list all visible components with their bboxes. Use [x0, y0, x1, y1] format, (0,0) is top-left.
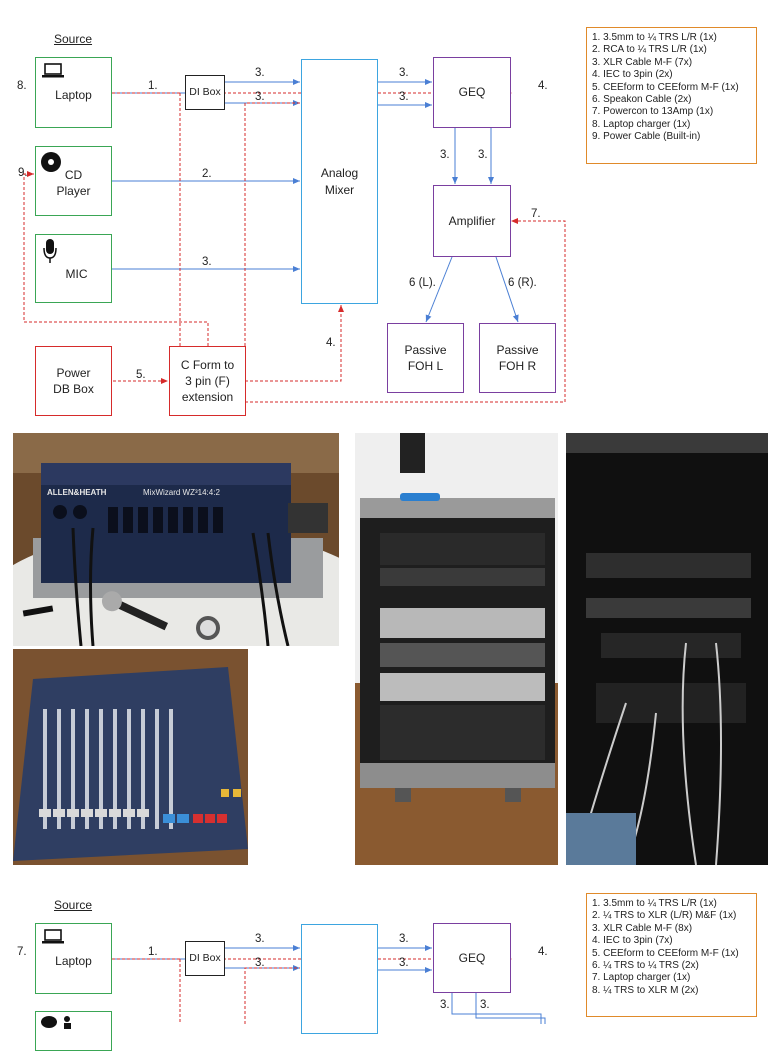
mic-box: MIC: [35, 234, 112, 303]
source-box-2: [35, 1011, 112, 1051]
legend-item: 6. ¼ TRS to ¼ TRS (2x): [592, 960, 699, 972]
cd-player-label-1: CD: [64, 167, 83, 182]
label-3-mix-a: 3.: [399, 67, 409, 79]
cable-legend-2: 1. 3.5mm to ¼ TRS L/R (1x) 2. ¼ TRS to X…: [586, 893, 757, 1017]
cable-legend: 1. 3.5mm to ¼ TRS L/R (1x) 2. RCA to ¼ T…: [586, 27, 757, 164]
laptop-box: Laptop: [35, 57, 112, 128]
label-3-mic: 3.: [202, 256, 212, 268]
legend-item: 1. 3.5mm to ¼ TRS L/R (1x): [592, 898, 717, 909]
geq-box: GEQ: [433, 57, 511, 128]
analog-mixer-label-2: Mixer: [324, 182, 355, 197]
legend-item: 3. XLR Cable M-F (8x): [592, 922, 693, 934]
mixer-top-photo: [13, 649, 248, 865]
power-db-box: Power DB Box: [35, 346, 112, 416]
label-4-mixer: 4.: [326, 337, 336, 349]
laptop-label-2: Laptop: [55, 954, 92, 969]
label2-1: 1.: [148, 946, 158, 958]
mixer-power-wire-a: [244, 102, 300, 346]
label-9: 9.: [18, 167, 28, 179]
cform-extension-box: C Form to 3 pin (F) extension: [169, 346, 246, 416]
label-3-mix-b: 3.: [399, 91, 409, 103]
cform-label-2: 3 pin (F): [185, 373, 230, 388]
cd-player-label-2: Player: [56, 184, 91, 198]
label-6r: 6 (R).: [508, 277, 537, 289]
label-7: 7.: [531, 208, 541, 220]
legend-item: 8. Laptop charger (1x): [592, 118, 691, 130]
legend-item: 3. XLR Cable M-F (7x): [592, 56, 693, 68]
source-heading: Source: [54, 32, 93, 46]
analog-mixer-box-2: [301, 924, 378, 1034]
legend-item: 2. ¼ TRS to XLR (L/R) M&F (1x): [592, 910, 737, 922]
mixer-power-wire: [245, 305, 344, 382]
cd-power-wire: [23, 171, 209, 346]
label2-3b: 3.: [255, 957, 265, 969]
legend-item: 9. Power Cable (Built-in): [592, 131, 701, 143]
cform-label-1: C Form to: [180, 357, 235, 372]
analog-mixer-label-1: Analog: [320, 166, 359, 181]
power-db-label-2: DB Box: [53, 382, 94, 396]
label2-3d: 3.: [399, 957, 409, 969]
label2-3e: 3.: [440, 999, 450, 1011]
legend-item: 2. RCA to ¼ TRS L/R (1x): [592, 44, 707, 56]
diagram2-wires: [37, 945, 546, 1024]
label-3-di-a: 3.: [255, 67, 265, 79]
laptop-icon: [42, 929, 64, 944]
rack-front-photo: [355, 433, 558, 865]
foh-l-label-1: Passive: [404, 342, 447, 357]
foh-r-label-2: FOH R: [498, 359, 537, 373]
label2-3f: 3.: [480, 999, 490, 1011]
label-5: 5.: [136, 369, 146, 381]
label-3-geq-a: 3.: [440, 149, 450, 161]
source-heading-2: Source: [54, 898, 93, 912]
label-6l: 6 (L).: [409, 277, 436, 289]
geq-box-2: GEQ: [433, 923, 511, 993]
label-1: 1.: [148, 80, 158, 92]
legend-item: 5. CEEform to CEEform M-F (1x): [592, 947, 739, 959]
di-box-2: DI Box: [185, 941, 225, 976]
legend-item: 4. IEC to 3pin (2x): [592, 69, 673, 81]
laptop-box-2: Laptop: [35, 923, 112, 994]
mic-label: MIC: [65, 267, 88, 282]
foh-r-label-1: Passive: [496, 342, 539, 357]
amp-power-wire: [245, 218, 566, 403]
legend-item: 1. 3.5mm to ¼ TRS L/R (1x): [592, 32, 717, 43]
legend-item: 8. ¼ TRS to XLR M (2x): [592, 984, 699, 996]
amp-to-foh-r-wire: [495, 256, 519, 323]
label-8: 8.: [17, 80, 27, 92]
di-box: DI Box: [185, 75, 225, 110]
mixer-brand-text: ALLEN&HEATH: [47, 488, 107, 497]
cd-player-box: CD Player: [35, 146, 112, 216]
label-4-geq: 4.: [538, 80, 548, 92]
foh-l-box: Passive FOH L: [387, 323, 464, 393]
cd-icon: [41, 152, 61, 172]
microphone-icon: [43, 239, 57, 263]
label-2: 2.: [202, 168, 212, 180]
amplifier-box: Amplifier: [433, 185, 511, 257]
legend-item: 4. IEC to 3pin (7x): [592, 935, 673, 947]
power-db-label-1: Power: [56, 365, 91, 380]
label2-7: 7.: [17, 946, 27, 958]
foh-r-box: Passive FOH R: [479, 323, 556, 393]
cd-mic-icon: [41, 1016, 71, 1029]
label2-3a: 3.: [255, 933, 265, 945]
foh-l-label-2: FOH L: [407, 359, 444, 373]
mixer-model-text: MixWizard WZ³14:4:2: [143, 488, 220, 497]
legend-item: 7. Powercon to 13Amp (1x): [592, 106, 714, 118]
label2-4: 4.: [538, 946, 548, 958]
mixer-rear-photo: ALLEN&HEATH MixWizard WZ³14:4:2: [13, 433, 339, 646]
rack-back-photo: [566, 433, 768, 865]
legend-item: 5. CEEform to CEEform M-F (1x): [592, 81, 739, 93]
legend-item: 6. Speakon Cable (2x): [592, 94, 692, 106]
label-3-di-b: 3.: [255, 91, 265, 103]
label-3-geq-b: 3.: [478, 149, 488, 161]
laptop-icon: [42, 63, 64, 78]
laptop-label: Laptop: [55, 88, 92, 103]
analog-mixer-box: Analog Mixer: [301, 59, 378, 304]
amp-to-foh-l-wire: [425, 256, 453, 323]
legend-item: 7. Laptop charger (1x): [592, 972, 691, 984]
cform-label-3: extension: [181, 390, 234, 405]
label2-3c: 3.: [399, 933, 409, 945]
